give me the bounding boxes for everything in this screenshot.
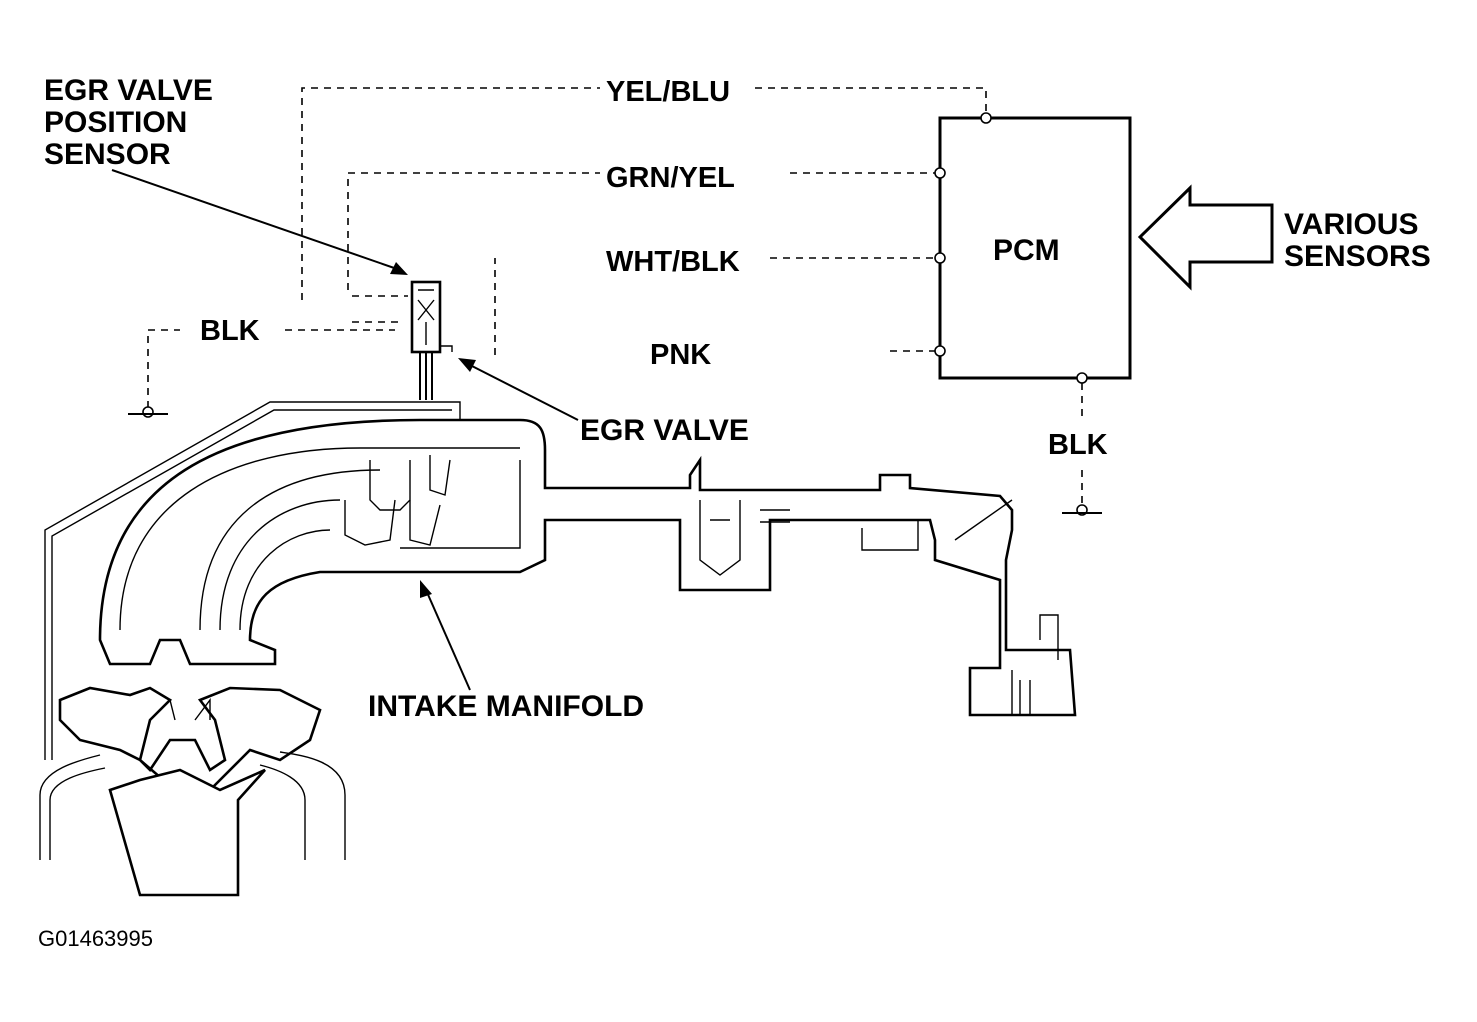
intake-manifold-label: INTAKE MANIFOLD	[368, 690, 644, 723]
wire-label-blk-left: BLK	[200, 315, 260, 347]
pcm-module: PCM	[934, 112, 1132, 384]
pcm-terminal-grn-yel	[934, 167, 946, 179]
wire-label-blk-right: BLK	[1048, 429, 1108, 461]
wire-wht-blk	[494, 257, 935, 355]
egr-sensor-label-line1: EGR VALVE	[44, 74, 213, 107]
figure-id: G01463995	[38, 926, 153, 951]
wire-yel-blu	[301, 87, 987, 300]
pcm-terminal-wht-blk	[934, 252, 946, 264]
egr-sensor-label-line2: POSITION	[44, 106, 187, 139]
wire-label-yel-blu: YEL/BLU	[606, 76, 730, 108]
wire-blk-left	[147, 329, 395, 408]
egr-valve-label: EGR VALVE	[580, 414, 749, 447]
pcm-label: PCM	[993, 234, 1060, 267]
pcm-terminal-pnk	[934, 345, 946, 357]
wire-label-pnk: PNK	[650, 339, 711, 371]
various-sensors-label-line1: VARIOUS	[1284, 208, 1418, 241]
intake-manifold	[44, 401, 1077, 760]
various-sensors-arrow-icon	[1137, 184, 1274, 291]
pcm-terminal-yel-blu	[980, 112, 992, 124]
egr-sensor-label-line3: SENSOR	[44, 138, 171, 171]
leader-lines	[111, 169, 579, 691]
ground-symbol-right	[1062, 504, 1102, 516]
engine-block	[39, 686, 346, 897]
egr-valve-position-sensor	[410, 280, 453, 400]
various-sensors-label-line2: SENSORS	[1284, 240, 1431, 273]
ground-symbol-left	[128, 406, 168, 418]
wire-label-wht-blk: WHT/BLK	[606, 246, 740, 278]
pcm-terminal-blk	[1076, 372, 1088, 384]
wire-label-grn-yel: GRN/YEL	[606, 162, 735, 194]
